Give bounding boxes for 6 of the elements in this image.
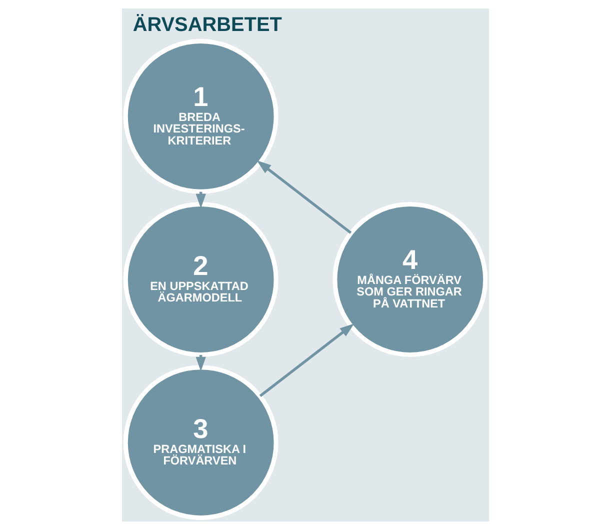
diagram-title: ÄRVSARBETET (132, 14, 282, 36)
arrow (256, 160, 352, 234)
arrow (258, 323, 354, 398)
node-circle: 4 MÅNGA FÖRVÄRV SOM GER RINGAR PÅ VATTNET (332, 202, 488, 357)
node-circle: 3 PRAGMATISKA I FÖRVÄRVEN (122, 365, 278, 520)
node-circle: 2 EN UPPSKATTAD ÄGARMODELL (122, 202, 278, 357)
